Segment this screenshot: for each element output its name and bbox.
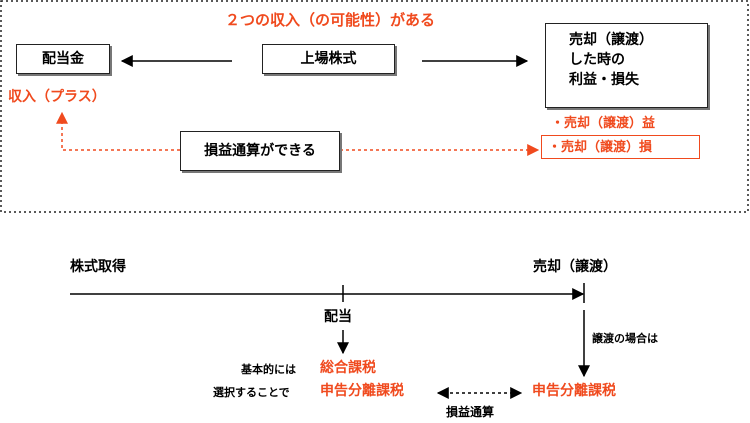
joujou-label: 上場株式 [300, 51, 357, 67]
haitoukin-box: 配当金 [16, 44, 110, 74]
income-plus-label: 収入（プラス） [8, 89, 106, 105]
offset-box: 損益通算ができる [180, 131, 340, 171]
shinkoku-right-label: 申告分離課税 [532, 383, 616, 399]
sogo-tax-label: 総合課税 [320, 360, 376, 376]
sale-line-2: した時の [569, 52, 625, 68]
acquire-label: 株式取得 [70, 259, 126, 275]
shinkoku-left-label: 申告分離課税 [320, 383, 404, 399]
offset-connector-left [56, 111, 180, 151]
offset-label: 損益通算ができる [204, 143, 316, 159]
sale-profit-loss-box: 売却（譲渡） した時の 利益・損失 [545, 23, 708, 108]
sale-loss-label: ・売却（譲渡）損 [548, 139, 653, 155]
dividend-label: 配当 [324, 309, 352, 325]
top-dotted-frame [0, 0, 749, 213]
sale-loss-box: ・売却（譲渡）損 [541, 135, 700, 159]
offset-small-label: 損益通算 [446, 405, 495, 419]
basically-label: 基本的には [241, 363, 296, 376]
choose-label: 選択することで [213, 386, 290, 399]
sell-label: 売却（譲渡） [533, 259, 617, 275]
sale-line-3: 利益・損失 [569, 72, 639, 88]
sale-line-1: 売却（譲渡） [569, 32, 653, 48]
sale-gain-label: ・売却（譲渡）益 [551, 116, 656, 131]
headline: ２つの収入（の可能性）がある [224, 11, 435, 29]
transfer-case-label: 譲渡の場合は [592, 332, 658, 345]
haitoukin-label: 配当金 [42, 51, 84, 67]
joujou-box: 上場株式 [262, 44, 395, 74]
